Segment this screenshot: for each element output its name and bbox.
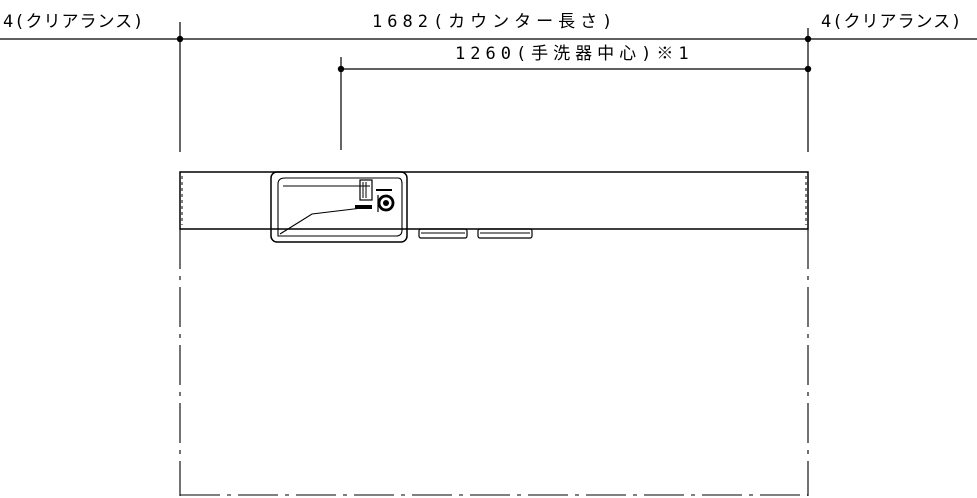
counter-support-left [418,228,468,239]
sink-center-label: 1260(手洗器中心)※1 [455,44,694,64]
clearance-right-label: 4(クリアランス) [821,12,962,32]
sink-basin [270,171,408,243]
sink-dimension-node-left [337,65,345,73]
counter-support-right [477,228,533,239]
faucet-icon [355,179,395,212]
counter-top [179,171,809,230]
counter-length-label: 1682(カウンター長さ) [372,12,617,32]
room-outline-dashed [179,229,809,496]
clearance-left-label: 4(クリアランス) [3,12,144,32]
sink-dimension-node-right [804,65,812,73]
